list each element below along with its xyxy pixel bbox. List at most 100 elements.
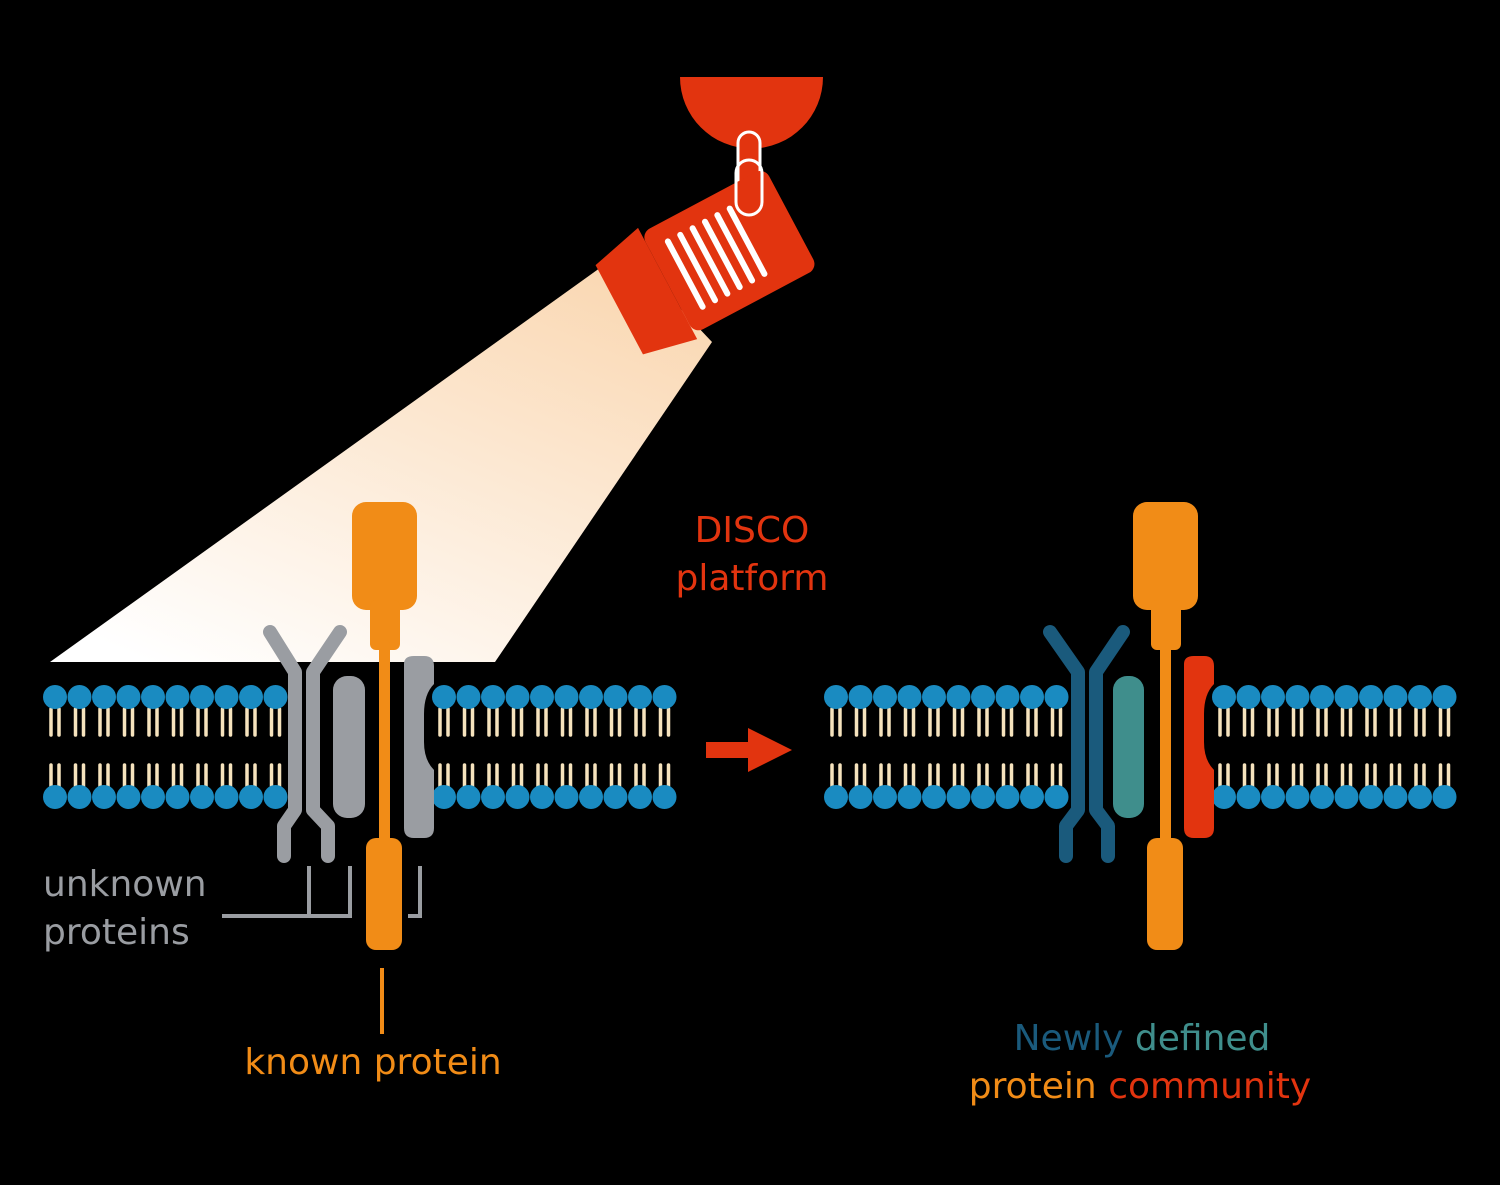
- defined-protein-block: [1113, 676, 1144, 818]
- community-protein-curved: [1184, 656, 1214, 838]
- lipid-head: [554, 785, 579, 809]
- lipid-head: [190, 785, 214, 809]
- lipid-head: [1359, 785, 1383, 809]
- lipid-head: [214, 785, 239, 809]
- lipid-head: [1334, 785, 1359, 809]
- lipid-head: [1236, 685, 1261, 709]
- lipid-head: [214, 685, 239, 709]
- lipid-head: [1261, 785, 1285, 809]
- known-label: known protein: [244, 1042, 501, 1083]
- right-arrow-icon: [706, 728, 792, 772]
- lipid-head: [116, 785, 141, 809]
- lipid-head: [1310, 685, 1334, 709]
- lipid-head: [652, 685, 677, 709]
- lipid-head: [554, 685, 579, 709]
- lipid-head: [995, 685, 1020, 709]
- lipid-head: [1212, 685, 1236, 709]
- lipid-head: [530, 685, 554, 709]
- lipid-head: [263, 685, 288, 709]
- disco-label-line1: DISCO: [695, 510, 810, 551]
- lipid-head: [67, 685, 92, 709]
- lipid-head: [481, 685, 505, 709]
- lipid-head: [995, 785, 1020, 809]
- community-label-line2: protein community: [969, 1066, 1311, 1107]
- unknown-label-line2: proteins: [43, 912, 190, 953]
- lipid-head: [1359, 685, 1383, 709]
- lipid-head: [239, 785, 263, 809]
- spotlight-icon: [595, 77, 823, 355]
- lipid-head: [505, 685, 530, 709]
- lipid-head: [1285, 785, 1310, 809]
- lipid-head: [922, 785, 946, 809]
- lipid-head: [1020, 685, 1044, 709]
- lipid-head: [971, 685, 995, 709]
- newly-protein-y-shaped: [1043, 625, 1130, 863]
- lipid-head: [897, 685, 922, 709]
- protein-word: protein: [969, 1066, 1097, 1107]
- lipid-head: [456, 685, 481, 709]
- lipid-head: [92, 685, 116, 709]
- lipid-head: [1236, 785, 1261, 809]
- lipid-head: [848, 785, 873, 809]
- community-word: community: [1108, 1066, 1311, 1107]
- lipid-head: [603, 685, 628, 709]
- lipid-head: [239, 685, 263, 709]
- lipid-head: [946, 685, 971, 709]
- lipid-head: [824, 785, 848, 809]
- lipid-head: [165, 685, 190, 709]
- lipid-head: [1212, 785, 1236, 809]
- lipid-head: [1408, 685, 1432, 709]
- disco-label-line2: platform: [676, 558, 829, 599]
- lipid-head: [141, 685, 165, 709]
- lipid-head: [481, 785, 505, 809]
- lipid-head: [1383, 685, 1408, 709]
- lipid-head: [1408, 785, 1432, 809]
- lipid-head: [1285, 685, 1310, 709]
- lipid-head: [946, 785, 971, 809]
- membrane-right: [824, 685, 1457, 809]
- lipid-head: [432, 685, 456, 709]
- lipid-head: [579, 685, 603, 709]
- lipid-head: [1044, 785, 1069, 809]
- defined-word: defined: [1135, 1018, 1271, 1059]
- lipid-head: [1310, 785, 1334, 809]
- lipid-head: [579, 785, 603, 809]
- newly-word: Newly: [1014, 1018, 1124, 1059]
- lipid-head: [971, 785, 995, 809]
- lipid-head: [1432, 785, 1457, 809]
- lipid-head: [165, 785, 190, 809]
- lipid-head: [873, 785, 897, 809]
- lipid-head: [1044, 685, 1069, 709]
- lipid-head: [1334, 685, 1359, 709]
- unknown-protein-y-shaped: [263, 625, 347, 863]
- lipid-head: [141, 785, 165, 809]
- lipid-head: [43, 785, 67, 809]
- lipid-head: [1383, 785, 1408, 809]
- lipid-head: [432, 785, 456, 809]
- lipid-head: [116, 685, 141, 709]
- lipid-head: [922, 685, 946, 709]
- unknown-callout-lines: [222, 866, 422, 918]
- unknown-label-line1: unknown: [43, 864, 207, 905]
- known-protein-left: [352, 502, 417, 950]
- lipid-head: [897, 785, 922, 809]
- lipid-head: [628, 785, 652, 809]
- lipid-head: [603, 785, 628, 809]
- lipid-head: [1020, 785, 1044, 809]
- lipid-head: [848, 685, 873, 709]
- community-label-line1: Newly defined: [1014, 1018, 1271, 1059]
- known-protein-right: [1133, 502, 1198, 950]
- lipid-head: [628, 685, 652, 709]
- lipid-head: [92, 785, 116, 809]
- lipid-head: [263, 785, 288, 809]
- lipid-head: [43, 685, 67, 709]
- lipid-head: [456, 785, 481, 809]
- light-beam: [50, 250, 712, 662]
- lipid-head: [873, 685, 897, 709]
- lipid-head: [824, 685, 848, 709]
- lipid-head: [530, 785, 554, 809]
- lipid-head: [190, 685, 214, 709]
- lipid-head: [505, 785, 530, 809]
- lipid-head: [1432, 685, 1457, 709]
